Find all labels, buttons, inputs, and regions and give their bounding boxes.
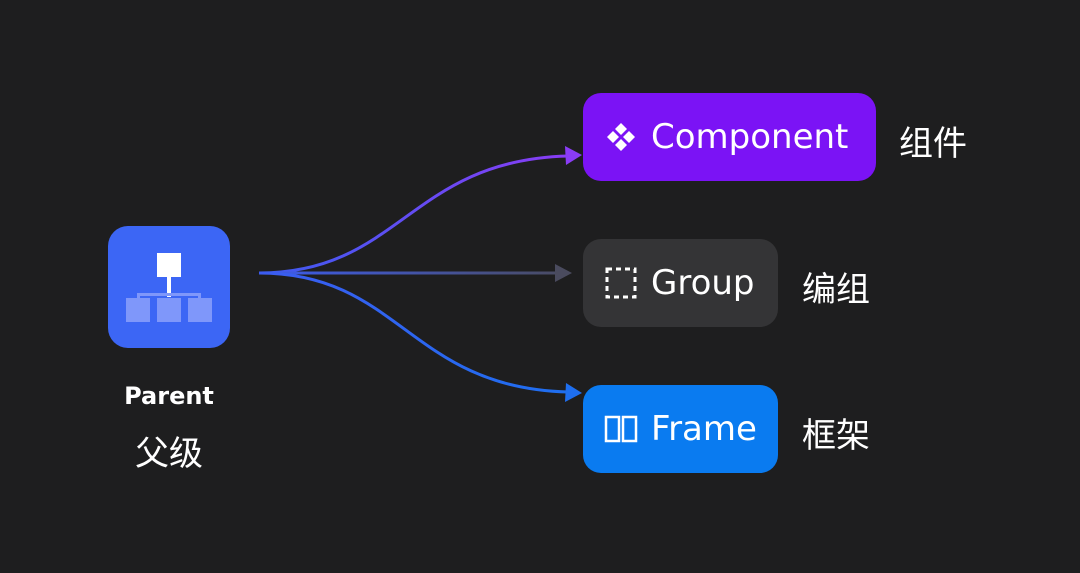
arrowhead-component — [565, 146, 582, 165]
parent-node — [108, 226, 230, 348]
arrowhead-frame — [565, 383, 582, 402]
dashed-box-icon — [605, 267, 637, 299]
parent-name: Parent — [124, 382, 214, 410]
group-node: Group — [583, 239, 778, 327]
frame-node: Frame — [583, 385, 778, 473]
parent-label: 父级 — [135, 434, 203, 474]
hierarchy-icon — [126, 253, 212, 322]
component-zh-label: 组件 — [899, 124, 967, 164]
arrow-to-frame — [258, 271, 569, 394]
frame-label: Frame — [651, 409, 757, 449]
frame-icon — [604, 415, 638, 443]
arrowhead-group — [555, 264, 572, 282]
arrow-to-component — [258, 154, 569, 275]
group-label: Group — [651, 263, 755, 303]
component-label: Component — [651, 117, 849, 157]
group-zh-label: 编组 — [802, 270, 870, 310]
frame-zh-label: 框架 — [802, 416, 870, 456]
component-icon — [607, 123, 635, 151]
component-node: Component — [583, 93, 876, 181]
